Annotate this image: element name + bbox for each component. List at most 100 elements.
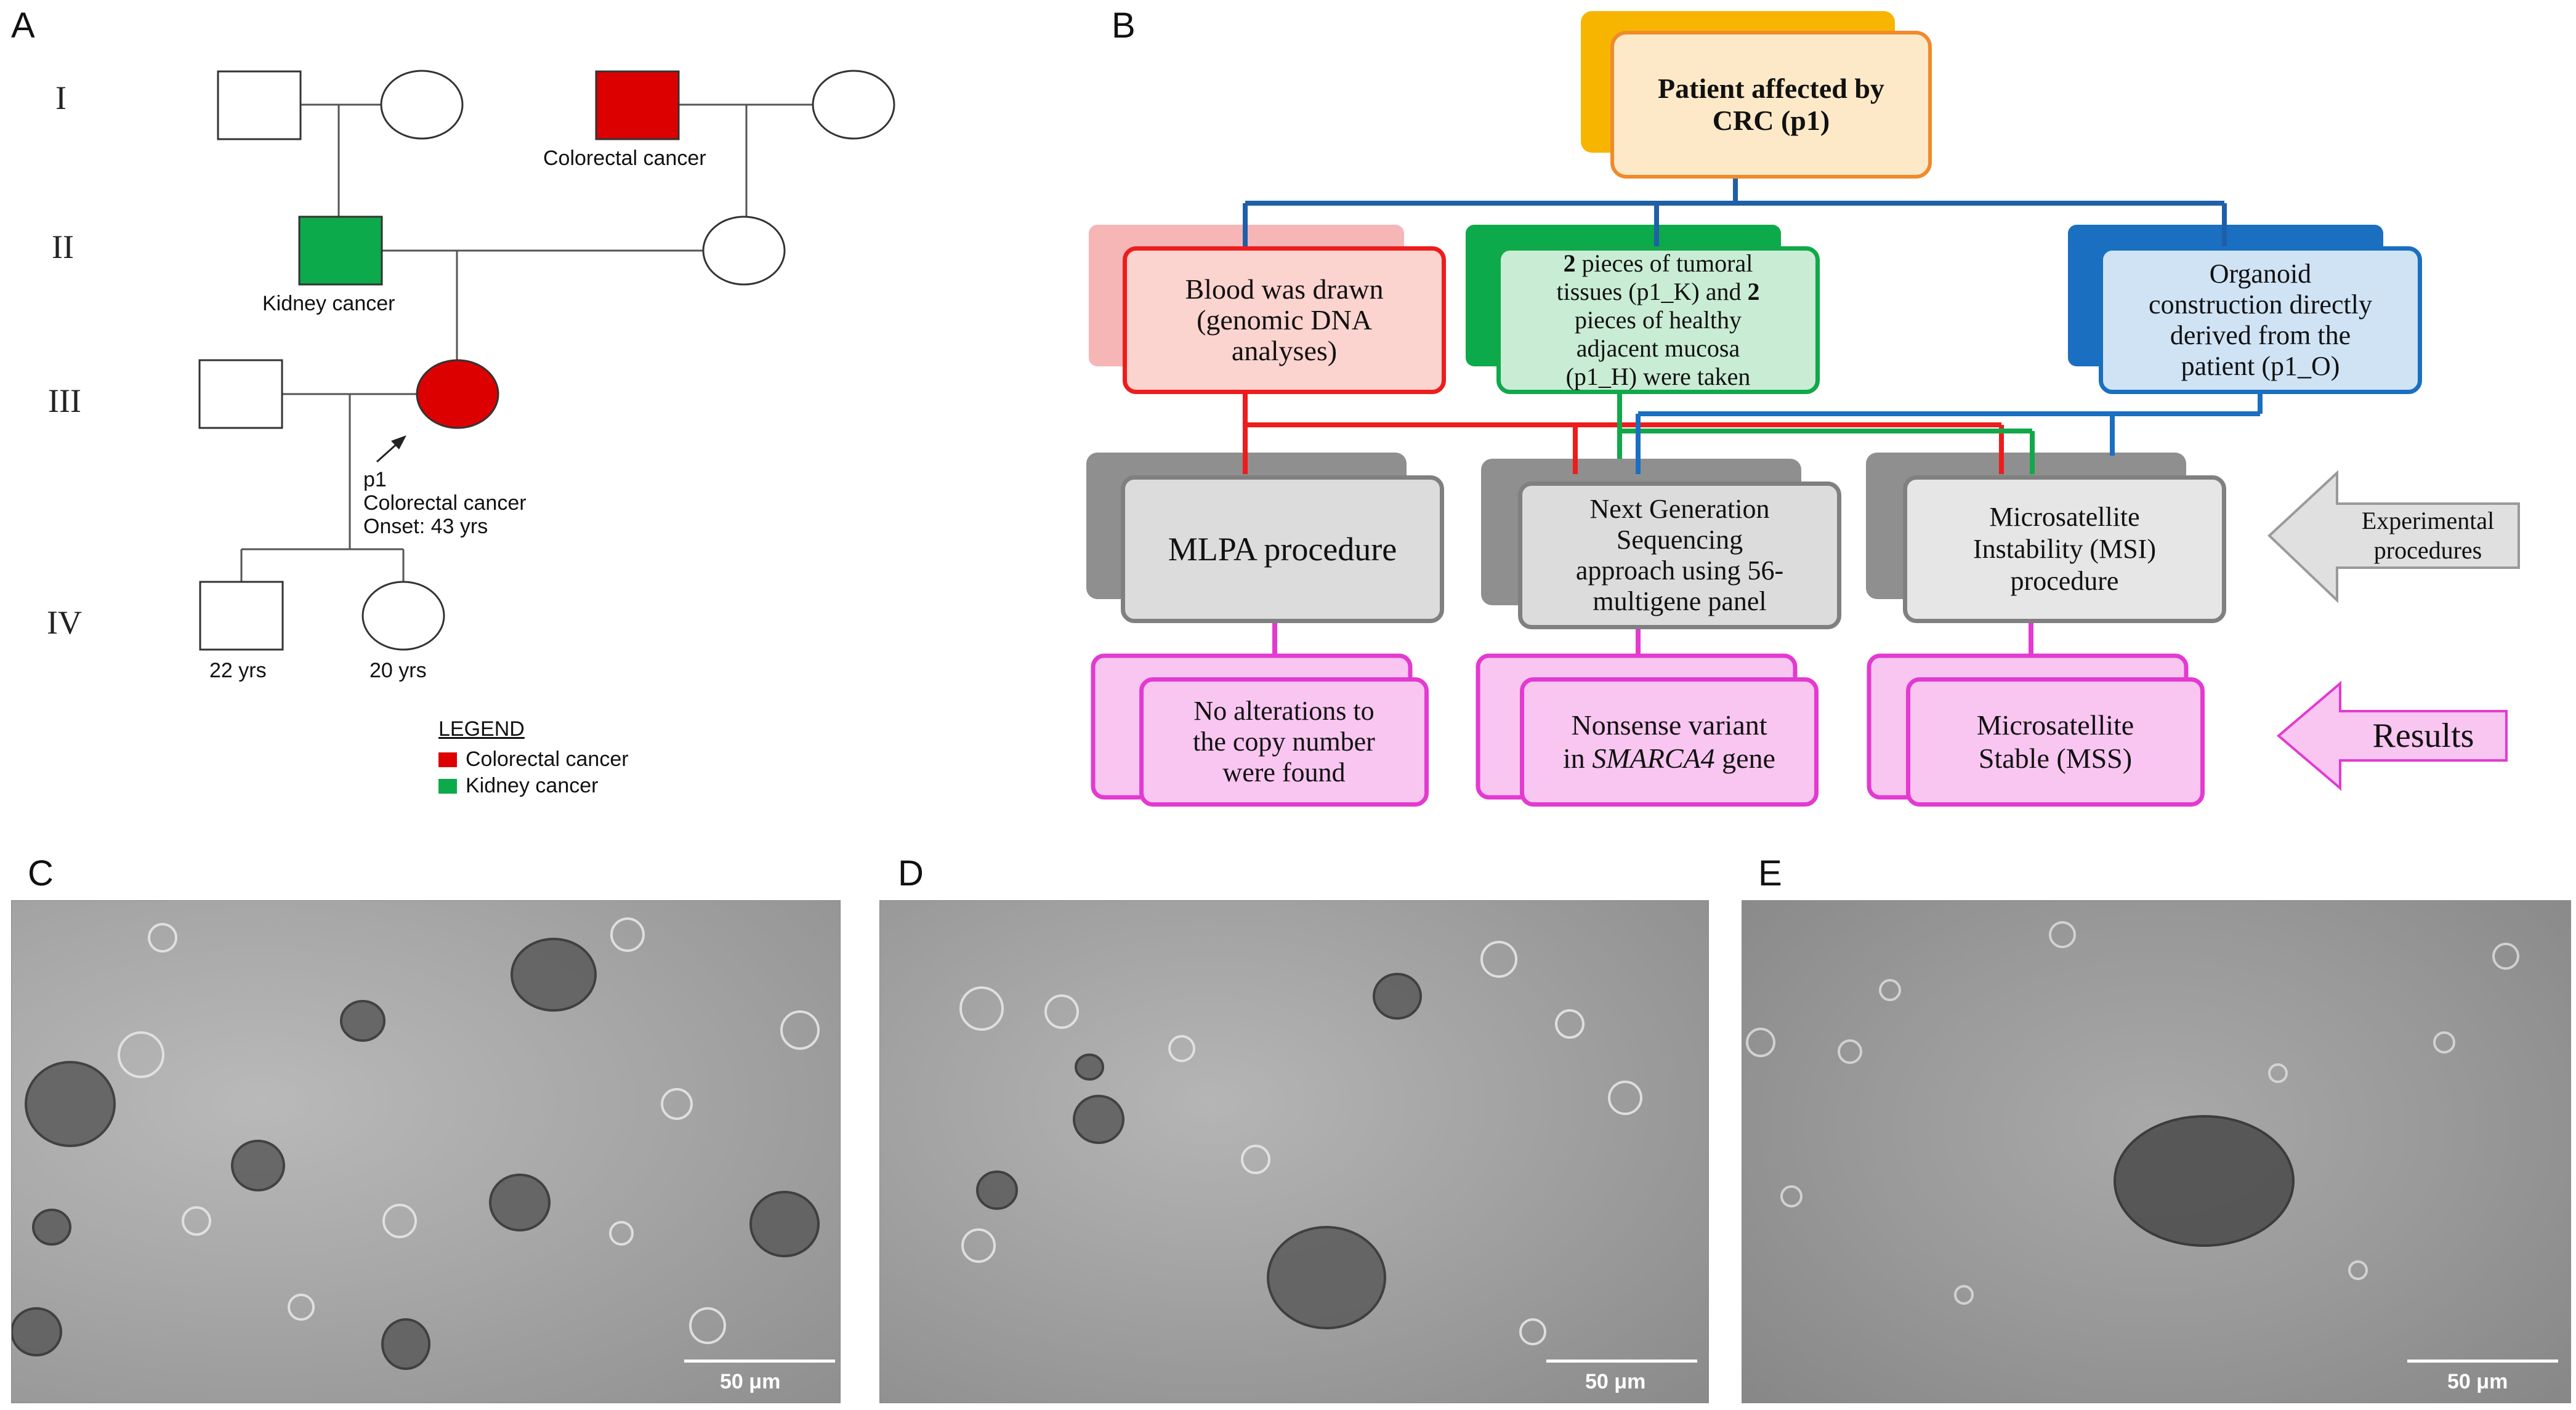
micrograph-d-organoids [959, 941, 1642, 1345]
tissue-box: 2 pieces of tumoral tissues (p1_K) and 2… [1496, 246, 1820, 394]
result-ngs-gene: SMARCA4 [1592, 743, 1715, 774]
results-arrow-label: Results [2340, 711, 2506, 760]
patient-box-line1: Patient affected by [1658, 73, 1884, 104]
result-ngs-line2-pre: in [1563, 743, 1593, 774]
pedigree-gen1-female-left [380, 70, 464, 140]
generation-label-2: II [52, 228, 74, 265]
legend-label-colorectal: Colorectal cancer [466, 747, 629, 771]
micrograph-c-organoids [12, 917, 820, 1370]
result-msi-line1: Microsatellite [1976, 709, 2134, 741]
flowchart-panel: Patient affected by CRC (p1) Blood was d… [1072, 0, 2576, 825]
mlpa-box: MLPA procedure [1121, 475, 1444, 623]
pedigree-legend: LEGEND Colorectal cancer Kidney cancer [438, 717, 629, 798]
mlpa-box-text: MLPA procedure [1168, 531, 1397, 568]
proband-onset-label: Onset: 43 yrs [363, 515, 488, 538]
pedigree-gen1-male-left [217, 70, 302, 140]
blood-box-line2: (genomic DNA [1197, 304, 1372, 336]
result-mlpa-line1: No alterations to [1193, 696, 1375, 726]
experimental-procedures-line1: Experimental [2361, 507, 2495, 534]
results-arrow-text: Results [2372, 717, 2474, 755]
msi-box-line2: Instability (MSI) [1973, 534, 2156, 564]
tissue-box-line1: 2 pieces of tumoral [1564, 249, 1753, 278]
ngs-box-line2: Sequencing [1616, 525, 1743, 555]
msi-box-line1: Microsatellite [1989, 502, 2140, 532]
pedigree-gen4-female [361, 581, 445, 651]
proband-id-label: p1 [363, 468, 387, 491]
result-ngs-line2-post: gene [1714, 743, 1775, 774]
panel-label-a: A [11, 6, 35, 46]
scale-bar-c [684, 1360, 835, 1363]
tissue-box-line1-text: pieces of tumoral [1575, 249, 1753, 277]
tissue-box-line4: adjacent mucosa [1576, 334, 1740, 362]
pedigree-proband [416, 359, 499, 429]
legend-swatch-kidney [438, 778, 457, 794]
gen2-male-condition-label: Kidney cancer [262, 292, 395, 315]
generation-label-1: I [55, 79, 67, 116]
experimental-procedures-line2: procedures [2373, 536, 2482, 564]
pedigree-gen2-male [298, 216, 383, 286]
ngs-box-line3: approach using 56- [1575, 555, 1784, 586]
pedigree-panel: I II III IV Colorectal cancer Kidney can… [0, 0, 1059, 825]
legend-item-colorectal: Colorectal cancer [438, 747, 629, 771]
result-mlpa-box: No alterations to the copy number were f… [1139, 677, 1429, 807]
pedigree-gen4-male [199, 581, 284, 651]
pedigree-gen1-male-right [595, 70, 680, 140]
pedigree-lines [198, 70, 895, 651]
experimental-procedures-arrow-shape [2267, 470, 2520, 603]
panel-label-d: D [898, 853, 924, 893]
gen1-male-condition-label: Colorectal cancer [543, 147, 706, 170]
organoid-box-line2: construction directly [2149, 289, 2372, 320]
result-ngs-line1: Nonsense variant [1571, 709, 1767, 741]
organoid-box-line4: patient (p1_O) [2181, 351, 2340, 381]
panel-label-e: E [1758, 853, 1782, 893]
micrograph-e: 50 μm [1742, 900, 2571, 1403]
organoid-box-line3: derived from the [2170, 320, 2351, 350]
msi-box: Microsatellite Instability (MSI) procedu… [1903, 475, 2226, 623]
panel-label-c: C [28, 853, 54, 893]
micrograph-c: 50 μm [11, 900, 841, 1403]
results-arrow-shape [2276, 680, 2508, 791]
tissue-box-line3: pieces of healthy [1575, 306, 1742, 334]
tissue-box-line2: tissues (p1_K) and 2 [1557, 278, 1760, 306]
msi-box-line3: procedure [2010, 566, 2119, 596]
experimental-procedures-arrow-label: Experimental procedures [2337, 504, 2519, 568]
scale-bar-label-c: 50 μm [720, 1370, 781, 1393]
result-ngs-box: Nonsense variant in SMARCA4 gene [1520, 677, 1819, 807]
generation-label-3: III [48, 382, 81, 419]
scale-bar-label-e: 50 μm [2447, 1370, 2508, 1393]
generation-label-4: IV [47, 604, 82, 641]
child2-age-label: 20 yrs [369, 659, 427, 682]
ngs-box-line4: multigene panel [1593, 586, 1767, 616]
scale-bar-label-d: 50 μm [1585, 1370, 1646, 1393]
result-mlpa-line3: were found [1222, 757, 1346, 788]
child1-age-label: 22 yrs [209, 659, 267, 682]
tissue-box-line5: (p1_H) were taken [1565, 363, 1751, 390]
pedigree-gen2-female [702, 216, 786, 286]
organoid-box: Organoid construction directly derived f… [2099, 246, 2422, 394]
ngs-box: Next Generation Sequencing approach usin… [1518, 481, 1841, 629]
result-msi-line2: Stable (MSS) [1978, 743, 2133, 774]
scale-bar-e [2407, 1360, 2558, 1363]
patient-box-line2: CRC (p1) [1712, 105, 1830, 136]
micrograph-d: 50 μm [879, 900, 1709, 1403]
organoid-box-line1: Organoid [2209, 259, 2312, 289]
tissue-box-line2-text: tissues (p1_K) and [1556, 278, 1748, 305]
legend-swatch-colorectal [438, 752, 457, 767]
result-ngs-line2: in SMARCA4 gene [1563, 742, 1775, 775]
micrograph-e-organoids [1746, 921, 2519, 1305]
panel-label-b: B [1112, 6, 1136, 46]
tissue-count-2: 2 [1747, 278, 1760, 305]
pedigree-gen1-female-right [812, 70, 895, 140]
ngs-box-line1: Next Generation [1589, 494, 1770, 524]
pedigree-gen3-male [198, 359, 283, 429]
legend-item-kidney: Kidney cancer [438, 774, 629, 798]
patient-box: Patient affected by CRC (p1) [1610, 31, 1932, 179]
tissue-count-1: 2 [1563, 249, 1576, 277]
blood-box: Blood was drawn (genomic DNA analyses) [1123, 246, 1446, 394]
result-msi-box: Microsatellite Stable (MSS) [1906, 677, 2205, 807]
blood-box-line3: analyses) [1231, 335, 1338, 366]
blood-box-line1: Blood was drawn [1185, 273, 1384, 305]
result-mlpa-line2: the copy number [1193, 727, 1375, 757]
legend-title: LEGEND [438, 717, 525, 741]
proband-condition-label: Colorectal cancer [363, 491, 527, 515]
